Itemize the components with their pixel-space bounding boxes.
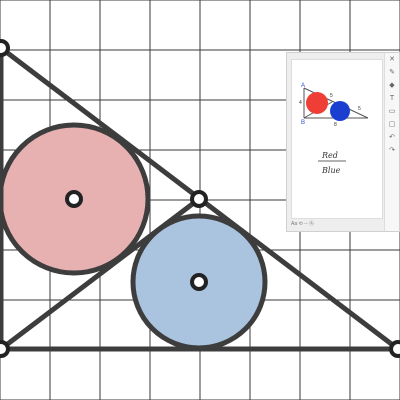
edge-median xyxy=(0,196,202,352)
point-markers[interactable] xyxy=(0,39,400,358)
undo-icon[interactable]: ↶ xyxy=(389,134,395,141)
redo-icon[interactable]: ↷ xyxy=(389,147,395,154)
text-icon[interactable]: T xyxy=(389,95,395,102)
thumbnail-sheet: A B 5 4 5 8 Red Blue xyxy=(291,59,383,219)
thumb-label-left: 4 xyxy=(299,100,302,106)
handwriting-red: Red xyxy=(321,151,338,160)
center-blue[interactable] xyxy=(190,273,208,291)
point-c[interactable] xyxy=(389,340,400,358)
thumb-blue-circle xyxy=(330,101,350,121)
shapes-icon[interactable]: ◆ xyxy=(389,82,395,89)
thumb-label-bottom: 8 xyxy=(334,122,337,128)
thumb-label-top: 5 xyxy=(330,93,333,99)
thumb-red-circle xyxy=(306,92,328,114)
pen-icon[interactable]: ✎ xyxy=(389,69,395,76)
center-red[interactable] xyxy=(65,190,83,208)
thumbnail-panel: A B 5 4 5 8 Red Blue ✕ ✎ ◆ T ▭ ▢ ↶ ↷ Aa … xyxy=(286,52,400,232)
settings-icon[interactable]: ✕ xyxy=(389,56,395,63)
point-b[interactable] xyxy=(0,340,10,358)
thumb-label-b: B xyxy=(301,120,305,126)
thumbnail-toolbar: ✕ ✎ ◆ T ▭ ▢ ↶ ↷ xyxy=(384,53,399,231)
eraser-icon[interactable]: ▢ xyxy=(388,121,396,128)
ruler-icon[interactable]: ▭ xyxy=(388,108,396,115)
thumb-label-a: A xyxy=(301,83,305,89)
thumbnail-drawing: A B 5 4 5 8 Red Blue xyxy=(299,83,369,175)
thumb-label-right: 5 xyxy=(358,106,361,112)
point-m[interactable] xyxy=(190,190,208,208)
handwriting-blue: Blue xyxy=(321,166,341,175)
triangle-edges xyxy=(0,45,400,352)
point-a[interactable] xyxy=(0,39,10,57)
thumbnail-bottom-bar: Aa ⟲ ◦◦ Ⓐ xyxy=(291,221,315,227)
